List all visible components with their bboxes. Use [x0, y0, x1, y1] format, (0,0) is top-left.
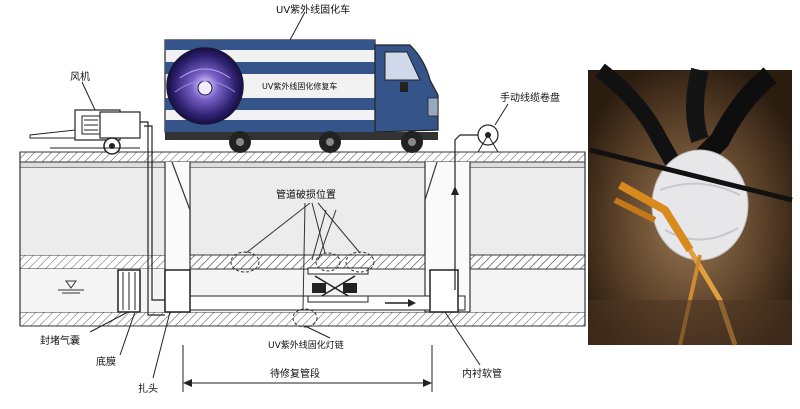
plug-airbag-label: 封堵气囊	[40, 334, 80, 347]
tie-head-label: 扎头	[138, 382, 158, 395]
plug-airbag	[117, 269, 141, 313]
liner-hose-label: 内衬软管	[462, 367, 502, 380]
uv-lamp-chain	[307, 267, 369, 303]
liner-hose	[164, 267, 466, 313]
arrow-right-icon	[385, 299, 416, 307]
callout-lines	[81, 11, 509, 392]
fan-unit	[29, 109, 165, 316]
uv-chain-label: UV紫外线固化灯链	[268, 339, 344, 351]
truck-title-label: UV紫外线固化车	[276, 3, 350, 16]
fan-label: 风机	[70, 70, 90, 83]
damage-label: 管道破损位置	[276, 188, 336, 201]
base-membrane-label: 底膜	[96, 355, 116, 368]
triangle-down-icon	[65, 280, 77, 289]
site-photo	[588, 63, 793, 346]
repair-section-label: 待修复管段	[270, 367, 320, 380]
damage-markers	[230, 202, 375, 328]
cable-reel	[451, 124, 499, 290]
cable-reel-label: 手动线缆卷盘	[500, 91, 560, 104]
uv-curing-truck: UV紫外线固化修复车	[164, 39, 439, 153]
truck-side-label: UV紫外线固化修复车	[262, 81, 337, 91]
